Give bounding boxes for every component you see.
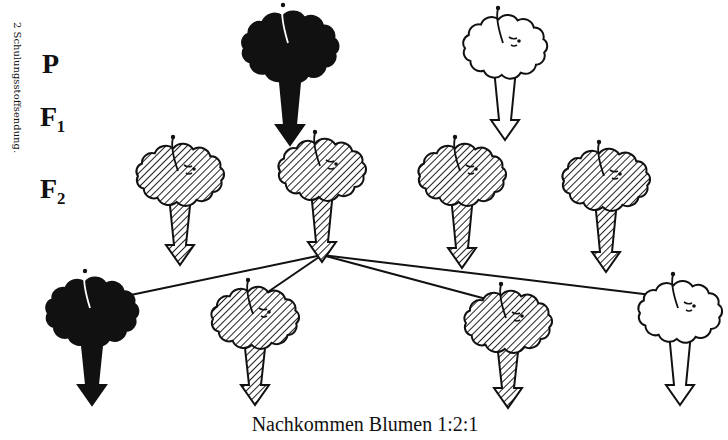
descent-line bbox=[262, 255, 322, 296]
flower-figure bbox=[136, 135, 224, 265]
flower-tube bbox=[491, 69, 519, 140]
flower-head bbox=[136, 144, 224, 206]
flower-head bbox=[562, 149, 650, 211]
flower-stamen bbox=[314, 133, 320, 166]
flower-tube bbox=[666, 333, 694, 405]
flower-tube bbox=[276, 72, 304, 145]
flower-figure bbox=[638, 272, 722, 405]
flower-stamen bbox=[500, 285, 506, 318]
flower-head bbox=[242, 11, 338, 82]
stamen-tip bbox=[171, 135, 175, 139]
generation-label: P bbox=[42, 50, 59, 78]
flower-head bbox=[46, 278, 138, 346]
flower-head bbox=[211, 287, 299, 349]
stamen-tip bbox=[246, 278, 250, 282]
flower-stamen bbox=[282, 6, 288, 43]
petal-mark bbox=[610, 170, 618, 179]
petal-mark bbox=[184, 165, 192, 174]
flower-head bbox=[638, 281, 722, 343]
flower-head bbox=[278, 139, 366, 201]
stamen-tip bbox=[496, 6, 500, 10]
petal-dot bbox=[104, 304, 108, 308]
figure-caption: Nachkommen Blumen 1:2:1 bbox=[252, 413, 479, 435]
flower-figure bbox=[463, 6, 547, 140]
stamen-tip bbox=[499, 282, 503, 286]
flower-stamen bbox=[598, 143, 604, 176]
generation-label: F₁ bbox=[40, 103, 66, 131]
stamen-tip bbox=[453, 135, 457, 139]
petal-dot bbox=[520, 314, 524, 318]
flower-figure bbox=[562, 140, 650, 272]
flower-figure bbox=[418, 135, 506, 268]
stamen-tip bbox=[597, 140, 601, 144]
flower-tube bbox=[308, 191, 336, 262]
flower-figure bbox=[464, 282, 552, 408]
petal-dot bbox=[267, 310, 271, 314]
petal-dot bbox=[618, 172, 622, 176]
descent-line bbox=[126, 255, 322, 296]
page-note: 2 Schulungsstoffsendung. bbox=[12, 22, 22, 153]
petal-mark bbox=[509, 37, 517, 46]
petal-mark bbox=[96, 302, 104, 311]
flower-figure bbox=[242, 3, 338, 145]
petal-dot bbox=[302, 39, 306, 43]
flower-figure bbox=[46, 269, 138, 405]
flower-tube bbox=[448, 196, 476, 268]
stamen-tip bbox=[313, 130, 317, 134]
stamen-tip bbox=[671, 272, 675, 276]
flower-stamen bbox=[247, 281, 253, 314]
petal-mark bbox=[294, 37, 302, 46]
petal-dot bbox=[692, 304, 696, 308]
flower-stamen bbox=[454, 138, 460, 171]
petal-mark bbox=[466, 165, 474, 174]
flower-stamen bbox=[84, 272, 90, 308]
stamen-tip bbox=[281, 3, 285, 7]
petal-dot bbox=[192, 167, 196, 171]
flower-stamen bbox=[172, 138, 178, 171]
petal-dot bbox=[474, 167, 478, 171]
generation-label: F₂ bbox=[40, 175, 66, 203]
petal-mark bbox=[326, 160, 334, 169]
petal-mark bbox=[259, 308, 267, 317]
flower-head bbox=[418, 144, 506, 206]
flower-figure bbox=[278, 130, 366, 262]
flower-tube bbox=[592, 201, 620, 272]
flower-stamen bbox=[672, 275, 678, 308]
flower-stamen bbox=[497, 9, 503, 43]
stamen-tip bbox=[83, 269, 87, 273]
flower-head bbox=[463, 15, 547, 79]
flower-head bbox=[464, 291, 552, 353]
petal-dot bbox=[517, 39, 521, 43]
petal-mark bbox=[512, 312, 520, 321]
petal-dot bbox=[334, 162, 338, 166]
petal-mark bbox=[684, 302, 692, 311]
flower-tube bbox=[166, 196, 194, 265]
flower-figure bbox=[211, 278, 299, 405]
